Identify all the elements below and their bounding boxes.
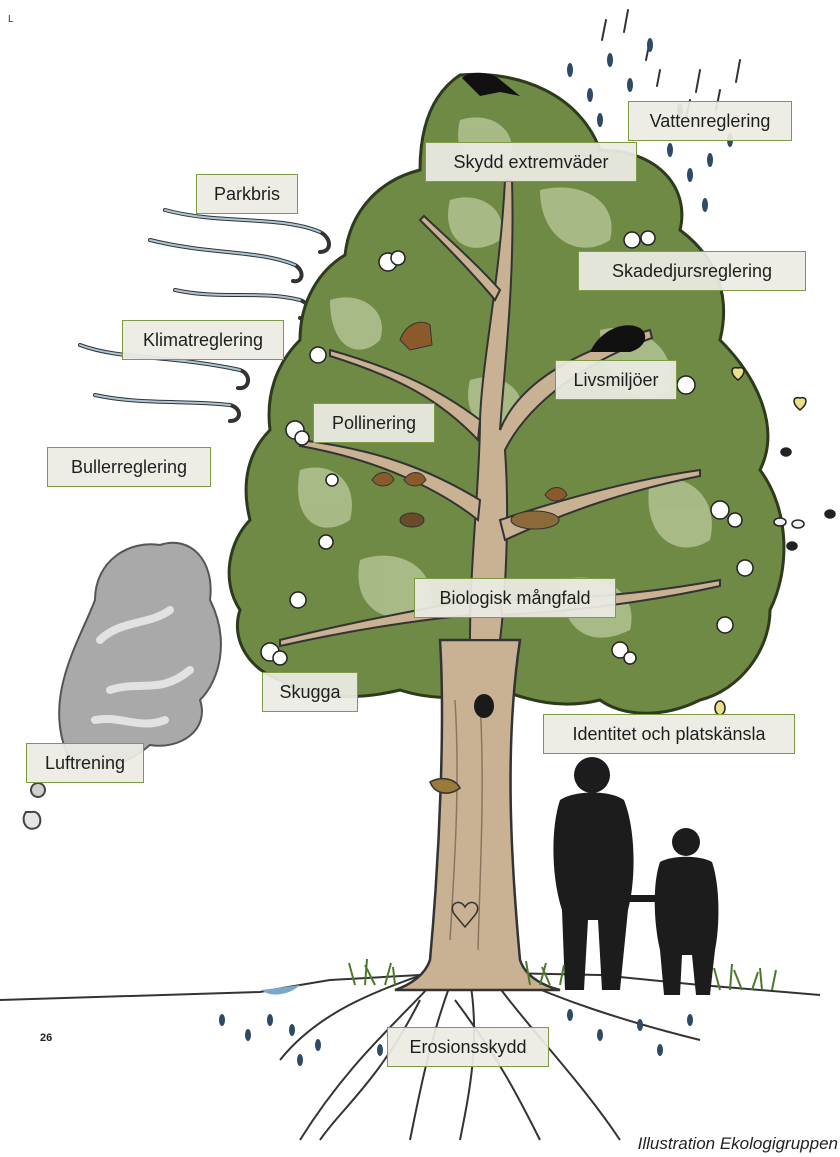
smoke-cloud <box>24 543 221 829</box>
label-livsmiljoer: Livsmiljöer <box>555 360 677 400</box>
label-skugga: Skugga <box>262 672 358 712</box>
page-number: 26 <box>40 1032 52 1044</box>
label-parkbris: Parkbris <box>196 174 298 214</box>
illustration-credit: Illustration Ekologigruppen <box>638 1134 838 1154</box>
label-pollinering: Pollinering <box>313 403 435 443</box>
corner-mark: L <box>8 14 14 25</box>
label-erosionsskydd: Erosionsskydd <box>387 1027 549 1067</box>
label-vattenreglering: Vattenreglering <box>628 101 792 141</box>
label-skydd-extremvader: Skydd extremväder <box>425 142 637 182</box>
label-skadedjursreglering: Skadedjursreglering <box>578 251 806 291</box>
label-klimatreglering: Klimatreglering <box>122 320 284 360</box>
people-silhouettes <box>553 757 718 995</box>
label-biologisk-mangfald: Biologisk mångfald <box>414 578 616 618</box>
label-bullerreglering: Bullerreglering <box>47 447 211 487</box>
label-luftrening: Luftrening <box>26 743 144 783</box>
label-identitet-och-platskansla: Identitet och platskänsla <box>543 714 795 754</box>
